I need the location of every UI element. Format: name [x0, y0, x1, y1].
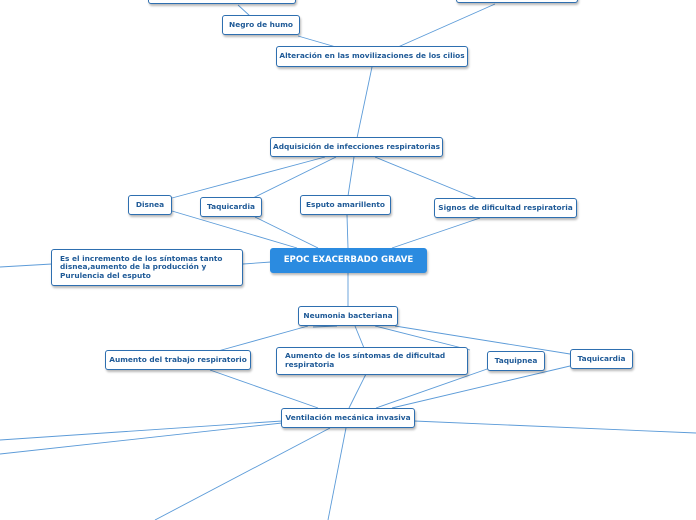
node-negro-humo[interactable]: Negro de humo [222, 15, 300, 35]
node-incremento-sintomas[interactable]: Es el incremento de los síntomas tanto d… [51, 249, 243, 286]
node-ventilacion-mecanica[interactable]: Ventilación mecánica invasiva [281, 408, 415, 428]
node-signos-dificultad[interactable]: Signos de dificultad respiratoria [434, 198, 577, 218]
node-alteracion-cilios[interactable]: Alteración en las movilizaciones de los … [276, 46, 468, 67]
node-disnea[interactable]: Disnea [128, 195, 172, 215]
node-taquipnea[interactable]: Taquipnea [487, 351, 545, 371]
node-cut-top-left[interactable] [148, 0, 296, 4]
node-taquicardia-upper[interactable]: Taquicardia [200, 197, 262, 217]
node-adquisicion-infecciones[interactable]: Adquisición de infecciones respiratorias [270, 137, 443, 157]
node-esputo-amarillento[interactable]: Esputo amarillento [300, 195, 391, 215]
node-taquicardia-right[interactable]: Taquicardia [570, 349, 633, 369]
root-node[interactable]: EPOC EXACERBADO GRAVE [270, 248, 427, 273]
node-neumonia-bacteriana[interactable]: Neumonia bacteriana [298, 306, 398, 326]
node-aumento-trabajo[interactable]: Aumento del trabajo respiratorio [105, 350, 251, 370]
node-aumento-sintomas[interactable]: Aumento de los síntomas de dificultad re… [276, 347, 468, 375]
node-cut-top-right[interactable] [456, 0, 578, 3]
